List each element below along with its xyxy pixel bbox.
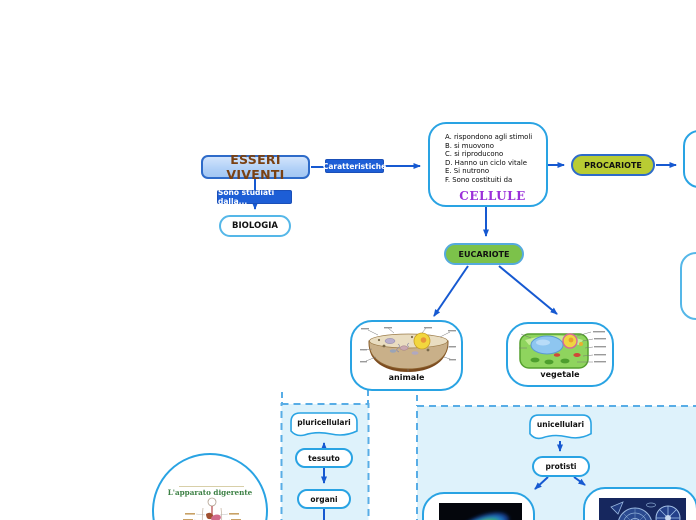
node-organi[interactable]: organi (297, 489, 351, 509)
node-tessuto-label: tessuto (308, 453, 340, 463)
node-unicellulari-label: unicellulari (536, 420, 585, 429)
node-clipped-right-top[interactable] (683, 130, 696, 188)
cellule-item: B. si muovono (445, 141, 494, 150)
node-tessuto[interactable]: tessuto (295, 448, 353, 468)
node-cellule[interactable]: A. rispondono agli stimoli B. si muovono… (428, 122, 548, 207)
link-label-caratteristiche[interactable]: Caratteristiche (322, 159, 387, 173)
link-label-sono-studiati-text: Sono studiati dalla... (218, 188, 275, 206)
node-diatoms-photo[interactable] (583, 487, 696, 520)
arrow-protisti-diatom (573, 476, 586, 486)
node-protist-photo[interactable] (422, 492, 535, 520)
node-biologia[interactable]: BIOLOGIA (219, 215, 291, 237)
arrow-eucariote-vegetale (498, 265, 558, 315)
node-protisti-label: protisti (545, 462, 577, 471)
node-unicellulari[interactable]: unicellulari (529, 414, 592, 441)
node-pluricellulari[interactable]: pluricellulari (290, 412, 358, 438)
cellule-item: F. Sono costituiti da (445, 175, 513, 184)
node-protisti[interactable]: protisti (532, 456, 590, 477)
node-esseri-viventi[interactable]: ESSERI VIVENTI (201, 152, 310, 182)
node-biologia-label: BIOLOGIA (232, 221, 278, 231)
node-eucariote-label: EUCARIOTE (458, 249, 510, 259)
cellule-item: A. rispondono agli stimoli (445, 133, 533, 141)
apparato-rule (179, 486, 244, 487)
node-eucariote[interactable]: EUCARIOTE (444, 243, 524, 265)
node-esseri-viventi-label: ESSERI VIVENTI (226, 152, 285, 182)
node-clipped-right-bottom[interactable] (680, 252, 696, 320)
node-vegetale-label: vegetale (540, 370, 580, 379)
link-label-sono-studiati[interactable]: Sono studiati dalla... (217, 188, 292, 206)
animal-cell-image (360, 327, 456, 372)
node-organi-label: organi (310, 494, 338, 504)
node-pluricellulari-label: pluricellulari (297, 418, 351, 427)
link-label-caratteristiche-text: Caratteristiche (322, 161, 387, 171)
cellule-title: CELLULE (459, 188, 526, 203)
arrow-eucariote-animale (433, 265, 469, 317)
cellule-item: D. Hanno un ciclo vitale (445, 158, 528, 167)
protist-micrograph-image (439, 503, 522, 520)
plant-cell-image (519, 331, 606, 369)
diatoms-micrograph-image (599, 498, 686, 520)
document-shape (529, 414, 592, 441)
node-procariote-label: PROCARIOTE (584, 160, 642, 170)
node-vegetale[interactable]: vegetale (506, 322, 614, 387)
node-animale[interactable]: animale (350, 320, 463, 391)
node-procariote[interactable]: PROCARIOTE (571, 154, 655, 176)
cellule-item: E. Si nutrono (445, 167, 490, 176)
apparato-title: L'apparato digerente (167, 488, 253, 497)
node-animale-label: animale (388, 373, 425, 382)
arrow-protisti-cellphoto (534, 476, 549, 490)
digestive-system-image (183, 497, 241, 520)
cellule-item: C. si riproducono (445, 150, 504, 159)
document-shape (290, 412, 358, 438)
